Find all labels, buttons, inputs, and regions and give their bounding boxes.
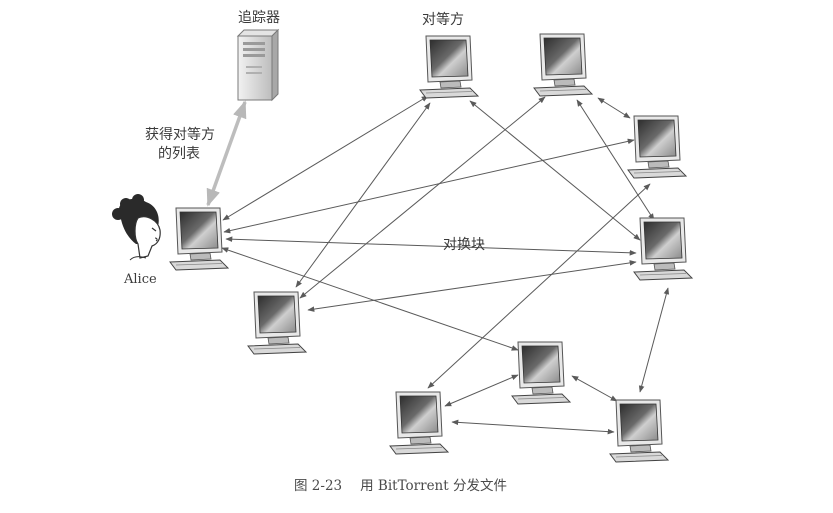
link-p1-p5 (295, 102, 431, 288)
peer-computer-2-icon (533, 33, 594, 97)
alice-label: Alice (124, 272, 157, 287)
link-p7-p8 (451, 419, 615, 435)
peer-links (206, 95, 670, 435)
peer-computers (169, 33, 694, 463)
link-p2-p5 (299, 96, 546, 299)
link-p3-p7 (427, 183, 651, 389)
link-p6-p8 (571, 375, 618, 402)
alice-computer-icon (169, 207, 230, 271)
peer-computer-6-icon (511, 341, 572, 405)
peer-computer-7-icon (389, 391, 450, 455)
peer-computer-3-icon (627, 115, 688, 179)
link-alice-p4 (225, 236, 637, 256)
peer-computer-1-icon (419, 35, 480, 99)
tracker-label: 追踪器 (238, 10, 280, 26)
figure-caption: 图 2-23 用 BitTorrent 分发文件 (294, 474, 507, 494)
tracker-link (206, 100, 247, 207)
figure-number: 图 2-23 (294, 478, 343, 494)
get-peer-list-label-2: 的列表 (158, 146, 200, 162)
peers-label: 对等方 (422, 12, 464, 28)
link-alice-p1 (222, 95, 429, 221)
figure-caption-text: 用 BitTorrent 分发文件 (360, 478, 507, 494)
link-p5-p4 (307, 260, 637, 312)
link-p6-p7 (444, 374, 519, 407)
link-p2-p3 (597, 97, 631, 119)
exchange-chunks-label: 对换块 (443, 237, 485, 253)
alice-person-icon (112, 194, 161, 261)
peer-computer-8-icon (609, 399, 670, 463)
peer-computer-4-icon (633, 217, 694, 281)
link-p1-p4 (469, 100, 641, 241)
get-peer-list-label: 获得对等方 (145, 127, 215, 143)
link-alice-p3 (223, 138, 635, 234)
link-p4-p8 (638, 287, 670, 393)
peer-computer-5-icon (247, 291, 308, 355)
tracker-server-icon (236, 28, 280, 102)
